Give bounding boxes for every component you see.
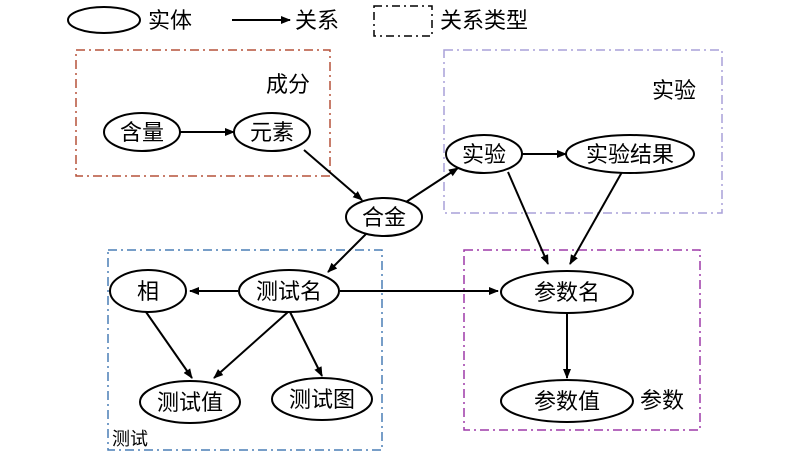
edge-alloy-experiment	[405, 167, 459, 203]
edge-result-param-name	[569, 171, 623, 265]
legend-relation-label: 关系	[295, 9, 339, 34]
node-phase-label: 相	[137, 280, 159, 305]
legend-relation-type-box	[373, 5, 433, 37]
edge-alloy-test-name	[327, 231, 369, 273]
group-box-test	[107, 249, 383, 451]
edge-test-name-test-value	[213, 311, 289, 379]
node-test-name: 测试名	[238, 269, 340, 313]
node-experiment-label: 实验	[462, 143, 506, 168]
edge-test-name-test-figure	[289, 311, 323, 377]
legend-entity-shape	[67, 6, 141, 34]
node-content: 含量	[103, 112, 181, 152]
group-label-parameter: 参数	[640, 389, 684, 414]
node-param-name-label: 参数名	[534, 281, 600, 306]
edge-element-alloy	[303, 149, 363, 201]
legend-relation-type-label: 关系类型	[440, 9, 528, 34]
node-test-value-label: 测试值	[157, 391, 223, 416]
node-experiment: 实验	[445, 134, 523, 174]
node-experiment-result: 实验结果	[565, 134, 695, 174]
node-content-label: 含量	[120, 121, 164, 146]
edge-experiment-param-name	[507, 171, 549, 265]
node-test-figure-label: 测试图	[289, 388, 355, 413]
edge-phase-test-value	[145, 311, 193, 379]
node-param-value-label: 参数值	[534, 390, 600, 415]
node-element: 元素	[233, 112, 311, 152]
legend: 实体 关系 关系类型	[67, 5, 528, 37]
node-param-value: 参数值	[500, 379, 634, 423]
legend-entity-label: 实体	[148, 9, 192, 34]
node-phase: 相	[109, 269, 187, 313]
node-test-value: 测试值	[139, 380, 241, 424]
node-alloy-label: 合金	[362, 206, 406, 231]
node-test-name-label: 测试名	[256, 280, 322, 305]
node-element-label: 元素	[250, 121, 294, 146]
group-box-composition	[75, 49, 331, 177]
group-label-experiment: 实验	[652, 79, 696, 104]
node-experiment-result-label: 实验结果	[586, 143, 674, 168]
edges	[145, 128, 623, 379]
node-alloy: 合金	[345, 197, 423, 237]
node-param-name: 参数名	[500, 270, 634, 314]
group-label-test: 测试	[112, 429, 148, 450]
group-box-experiment	[443, 49, 723, 214]
group-label-composition: 成分	[266, 73, 310, 98]
group-box-parameter	[463, 249, 701, 431]
node-test-figure: 测试图	[271, 377, 373, 421]
